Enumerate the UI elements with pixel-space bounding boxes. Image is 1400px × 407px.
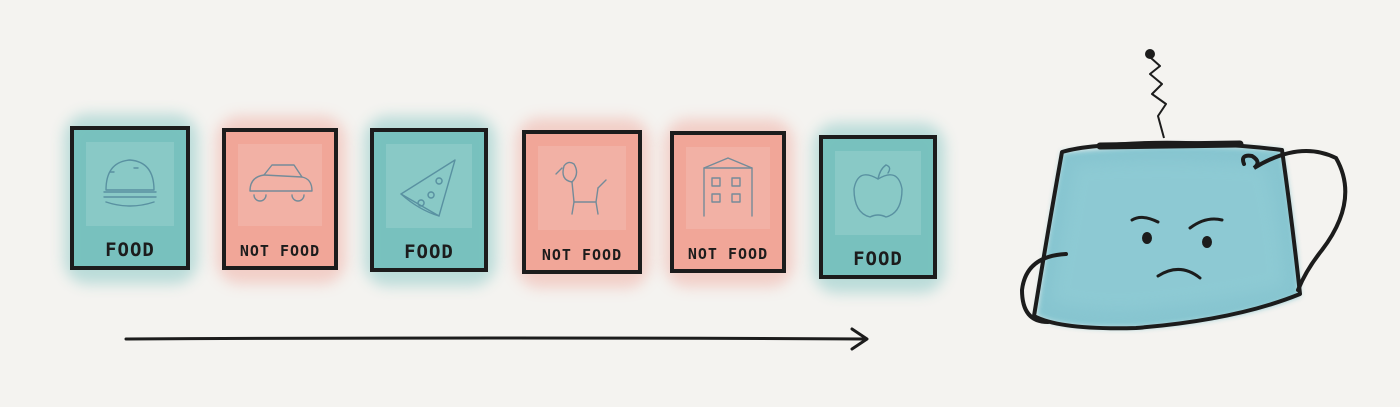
card-not-food: NOT FOOD — [216, 116, 346, 284]
card-row: FOOD NOT FOOD FOOD NOT FOOD NOT FOOD FOOD — [64, 114, 945, 293]
card-label: FOOD — [404, 241, 454, 263]
robot-icon — [1019, 49, 1348, 331]
card-not-food: NOT FOOD — [664, 119, 794, 287]
card-label: FOOD — [853, 248, 903, 270]
card-label: NOT FOOD — [688, 245, 768, 263]
arrow-right-icon — [124, 327, 869, 351]
pizza-slice-icon — [400, 159, 456, 217]
apple-icon — [853, 164, 903, 218]
robot-face — [1130, 215, 1224, 280]
card-label: FOOD — [105, 239, 155, 261]
burger-icon — [103, 159, 157, 207]
card-food: FOOD — [364, 116, 496, 286]
card-label: NOT FOOD — [240, 242, 320, 260]
card-food: FOOD — [64, 114, 198, 284]
car-icon — [249, 164, 313, 202]
dog-icon — [555, 161, 607, 215]
card-not-food: NOT FOOD — [516, 118, 650, 288]
card-label: NOT FOOD — [542, 246, 622, 264]
antenna-icon — [1145, 49, 1167, 139]
card-food: FOOD — [813, 123, 945, 293]
building-icon — [703, 157, 753, 217]
